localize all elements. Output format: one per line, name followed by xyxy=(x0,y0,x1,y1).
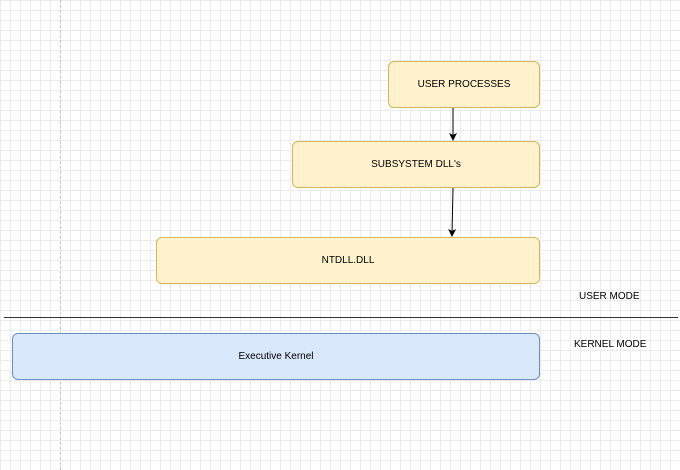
node-executive-kernel-label: Executive Kernel xyxy=(238,351,314,362)
node-subsystem-dlls[interactable]: SUBSYSTEM DLL's xyxy=(292,141,540,188)
user-mode-label[interactable]: USER MODE xyxy=(579,291,640,302)
node-ntdll[interactable]: NTDLL.DLL xyxy=(156,237,540,284)
node-user-processes[interactable]: USER PROCESSES xyxy=(388,61,540,108)
node-user-processes-label: USER PROCESSES xyxy=(417,79,511,90)
edge-subsystem-to-ntdll[interactable] xyxy=(448,187,457,237)
user-kernel-divider[interactable] xyxy=(4,317,678,318)
node-subsystem-dlls-label: SUBSYSTEM DLL's xyxy=(371,159,461,170)
node-executive-kernel[interactable]: Executive Kernel xyxy=(12,333,540,380)
page-guide-line xyxy=(60,0,61,470)
node-ntdll-label: NTDLL.DLL xyxy=(321,255,375,266)
kernel-mode-label[interactable]: KERNEL MODE xyxy=(574,339,647,350)
